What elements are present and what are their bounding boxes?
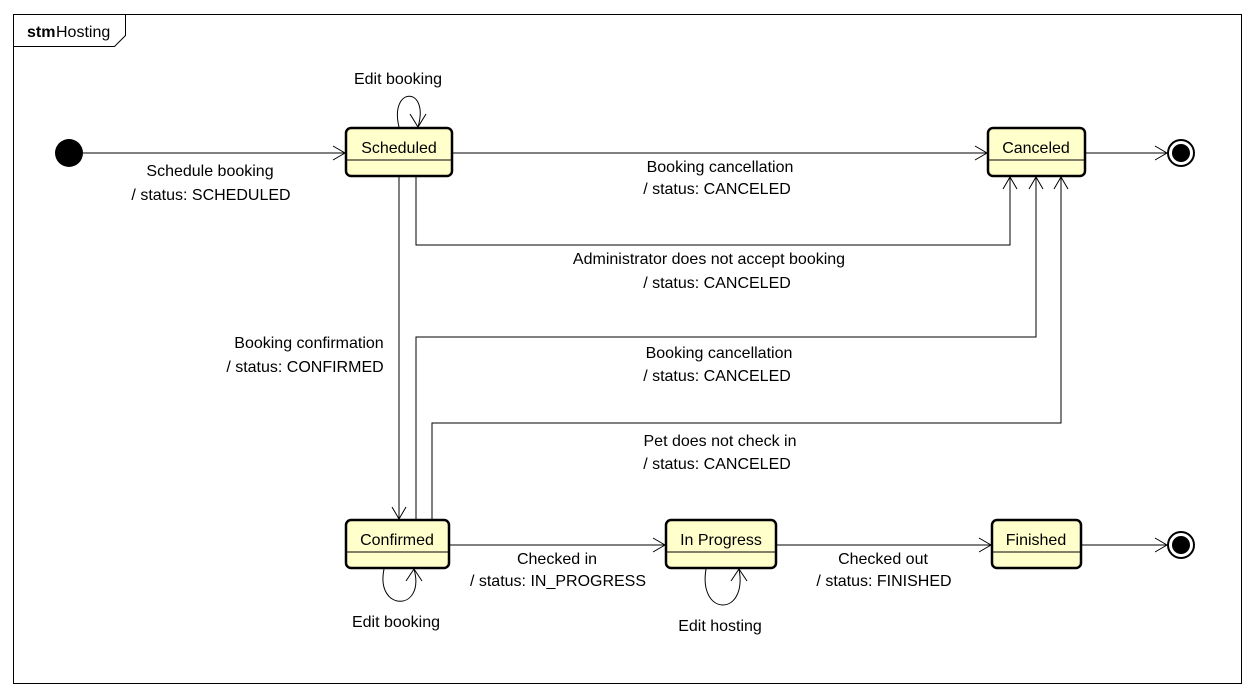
svg-text:Edit booking: Edit booking — [354, 71, 442, 88]
svg-text:/ status: SCHEDULED: / status: SCHEDULED — [131, 187, 290, 204]
state-canceled-label: Canceled — [1002, 140, 1070, 157]
transition-booking-confirmation: Booking confirmation / status: CONFIRMED — [226, 177, 407, 520]
svg-text:Schedule booking: Schedule booking — [146, 163, 273, 180]
transition-cancel-from-scheduled: Booking cancellation / status: CANCELED — [452, 145, 988, 198]
state-confirmed-label: Confirmed — [360, 532, 434, 549]
final-state-finished — [1167, 531, 1195, 559]
transition-finished-to-final — [1081, 537, 1168, 553]
svg-text:Pet does not check in: Pet does not check in — [644, 433, 797, 450]
frame-title: Hosting — [56, 24, 110, 41]
transition-cancel-from-confirmed: Booking cancellation / status: CANCELED — [415, 176, 1044, 519]
state-scheduled-label: Scheduled — [361, 140, 437, 157]
transition-edit-hosting: Edit hosting — [678, 568, 762, 635]
state-canceled[interactable]: Canceled — [986, 126, 1087, 178]
transition-pet-no-checkin: Pet does not check in / status: CANCELED — [431, 176, 1069, 519]
state-finished-label: Finished — [1006, 532, 1066, 549]
svg-text:/ status: CANCELED: / status: CANCELED — [643, 181, 791, 198]
svg-text:Booking confirmation: Booking confirmation — [234, 335, 383, 352]
state-in-progress[interactable]: In Progress — [664, 518, 778, 570]
transition-checked-in: Checked in / status: IN_PROGRESS — [449, 537, 666, 590]
frame-tab — [13, 14, 126, 47]
svg-text:Administrator does not accept: Administrator does not accept booking — [573, 251, 845, 268]
diagram-frame — [13, 14, 1242, 684]
state-scheduled[interactable]: Scheduled — [344, 126, 454, 178]
state-finished[interactable]: Finished — [990, 518, 1083, 570]
svg-text:/ status: CONFIRMED: / status: CONFIRMED — [226, 359, 383, 376]
svg-text:Booking cancellation: Booking cancellation — [647, 159, 794, 176]
svg-text:Booking cancellation: Booking cancellation — [646, 345, 793, 362]
svg-text:Edit booking: Edit booking — [352, 614, 440, 631]
final-state-canceled — [1167, 139, 1195, 167]
svg-text:Checked in: Checked in — [517, 551, 597, 568]
state-confirmed[interactable]: Confirmed — [344, 518, 451, 570]
transition-canceled-to-final — [1085, 145, 1168, 161]
transition-admin-rejects: Administrator does not accept booking / … — [415, 176, 1018, 292]
frame-keyword: stm — [27, 24, 55, 41]
transition-edit-booking-scheduled: Edit booking — [354, 71, 442, 128]
initial-state — [55, 139, 83, 167]
state-in-progress-label: In Progress — [680, 532, 762, 549]
svg-text:/ status: CANCELED: / status: CANCELED — [643, 368, 791, 385]
svg-text:/ status: FINISHED: / status: FINISHED — [816, 573, 951, 590]
transition-schedule-booking: Schedule booking / status: SCHEDULED — [83, 145, 346, 204]
svg-text:/ status: CANCELED: / status: CANCELED — [643, 275, 791, 292]
transition-checked-out: Checked out / status: FINISHED — [776, 537, 992, 590]
transition-edit-booking-confirmed: Edit booking — [352, 568, 440, 631]
svg-text:/ status: IN_PROGRESS: / status: IN_PROGRESS — [470, 573, 646, 590]
svg-text:Edit hosting: Edit hosting — [678, 618, 762, 635]
svg-text:Checked out: Checked out — [838, 551, 928, 568]
svg-text:/ status: CANCELED: / status: CANCELED — [643, 456, 791, 473]
